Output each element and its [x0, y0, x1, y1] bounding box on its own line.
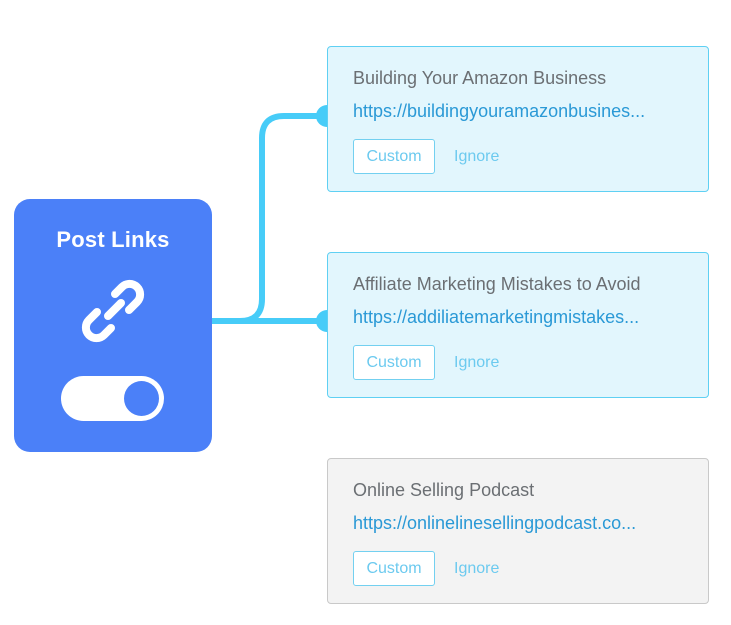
card-title: Online Selling Podcast	[353, 480, 535, 500]
custom-button[interactable]: Custom	[353, 345, 435, 380]
link-card-1: Building Your Amazon Business https://bu…	[327, 46, 709, 192]
connector-to-card-1	[196, 113, 327, 324]
post-links-toggle[interactable]	[61, 376, 164, 421]
custom-button[interactable]: Custom	[353, 551, 435, 586]
card-url-link[interactable]: https://buildingyouramazonbusines...	[353, 101, 646, 121]
link-icon	[81, 279, 145, 343]
link-card-2: Affiliate Marketing Mistakes to Avoid ht…	[327, 252, 709, 398]
card-title: Building Your Amazon Business	[353, 68, 607, 88]
card-title: Affiliate Marketing Mistakes to Avoid	[353, 274, 641, 294]
custom-button[interactable]: Custom	[353, 139, 435, 174]
link-card-3: Online Selling Podcast https://onlinelin…	[327, 458, 709, 604]
card-url-link[interactable]: https://onlinelinesellingpodcast.co...	[353, 513, 637, 533]
ignore-button[interactable]: Ignore	[454, 354, 500, 371]
card-url-link[interactable]: https://addiliatemarketingmistakes...	[353, 307, 640, 327]
ignore-button[interactable]: Ignore	[454, 148, 500, 165]
ignore-button[interactable]: Ignore	[454, 560, 500, 577]
toggle-knob	[124, 381, 159, 416]
post-links-node: Post Links	[14, 199, 212, 452]
node-title: Post Links	[56, 227, 170, 252]
